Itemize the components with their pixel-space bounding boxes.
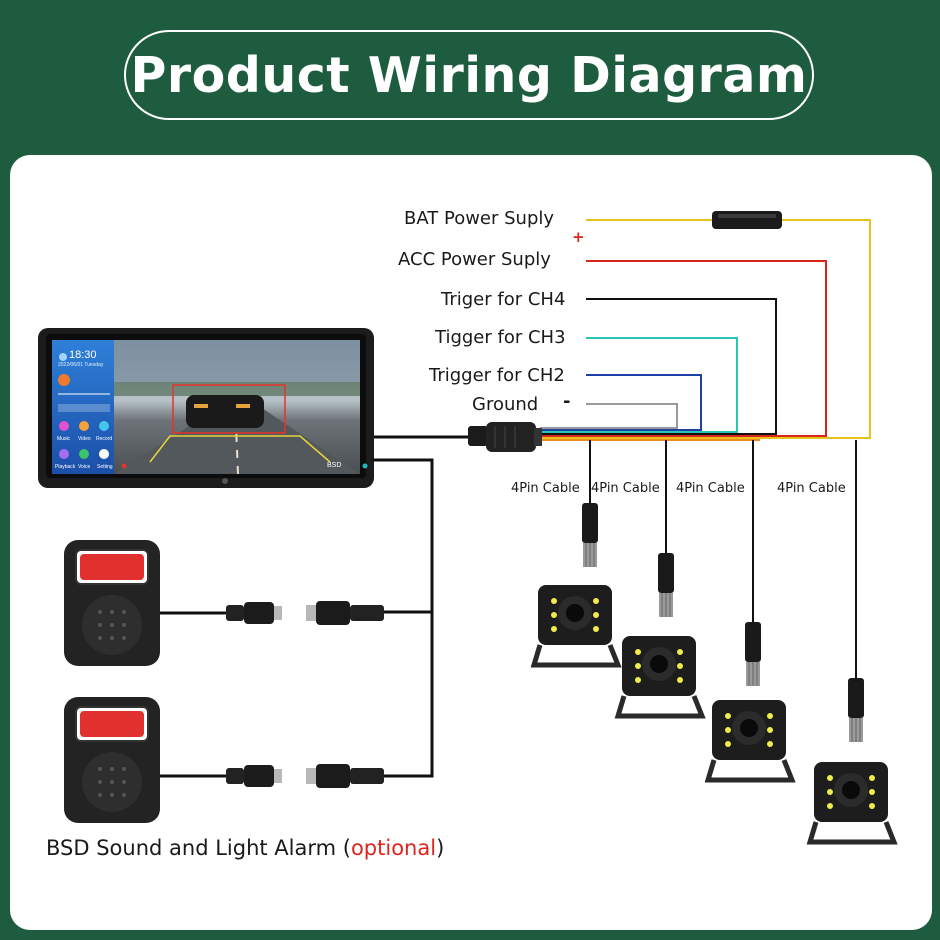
cable-label-3: 4Pin Cable [676, 481, 745, 496]
monitor-date: 2022/06/01 Tuesday [58, 362, 104, 368]
car-icon [186, 395, 264, 428]
video-app-icon [79, 421, 89, 431]
ground-wire [540, 403, 678, 429]
monitor-time: 18:30 [69, 349, 97, 361]
caption-paren-open: ( [342, 836, 351, 860]
ch4-wire [540, 298, 777, 435]
alarm-cables [160, 458, 434, 778]
cable-plug-4 [848, 678, 864, 742]
main-connector [468, 422, 542, 452]
power-and-trigger-wires [540, 219, 871, 441]
alarm-2-connectors [226, 764, 384, 788]
camera-3 [704, 700, 796, 783]
fuse-holder [712, 211, 782, 229]
minus-sign: - [563, 391, 571, 412]
plus-sign: + [572, 228, 585, 246]
ground-label: Ground [472, 394, 539, 415]
voice-app-icon [79, 449, 89, 459]
optional-label: optional [350, 836, 437, 860]
camera-cables [589, 440, 857, 680]
ch2-trigger-label: Trigger for CH2 [429, 365, 565, 386]
record-app-icon [99, 421, 109, 431]
diagram-panel [10, 155, 932, 930]
camera-2 [614, 636, 706, 719]
app-label-playback: Playback [55, 464, 76, 470]
monitor-bsd-tag: BSD [327, 462, 342, 469]
app-label-record: Record [96, 436, 113, 442]
cable-plug-3 [745, 622, 761, 686]
app-label-video: Video [78, 436, 91, 442]
monitor [38, 328, 374, 488]
ch3-trigger-label: Tigger for CH3 [435, 327, 566, 348]
app-label-music: Music [57, 436, 71, 442]
playback-app-icon [59, 449, 69, 459]
acc-wire [540, 260, 827, 437]
camera-4 [806, 762, 898, 845]
alarm-2 [64, 697, 160, 823]
cable-label-4: 4Pin Cable [777, 481, 846, 496]
app-label-setting: Setting [97, 464, 113, 470]
page-title: Product Wiring Diagram [130, 46, 808, 104]
bat-wire [540, 219, 871, 439]
alarm-caption-text: BSD Sound and Light Alarm [46, 836, 343, 860]
app-label-voice: Voice [78, 464, 91, 470]
ch4-trigger-label: Triger for CH4 [441, 289, 566, 310]
acc-power-label: ACC Power Suply [398, 249, 551, 270]
ch3-wire [540, 337, 738, 433]
alarm-1 [64, 540, 160, 666]
caption-paren-close: ) [436, 836, 445, 860]
setting-app-icon [99, 449, 109, 459]
alarm-caption: BSD Sound and Light Alarm (optional) [46, 836, 444, 860]
title-banner: Product Wiring Diagram [124, 30, 814, 120]
music-app-icon [59, 421, 69, 431]
ch2-wire [540, 374, 702, 431]
alarm-1-connectors [226, 601, 384, 625]
cable-plug-2 [658, 553, 674, 617]
camera-1 [530, 585, 622, 668]
cable-label-2: 4Pin Cable [591, 481, 660, 496]
cable-label-1: 4Pin Cable [511, 481, 580, 496]
bat-power-label: BAT Power Suply [404, 208, 555, 229]
cable-plug-1 [582, 503, 598, 567]
